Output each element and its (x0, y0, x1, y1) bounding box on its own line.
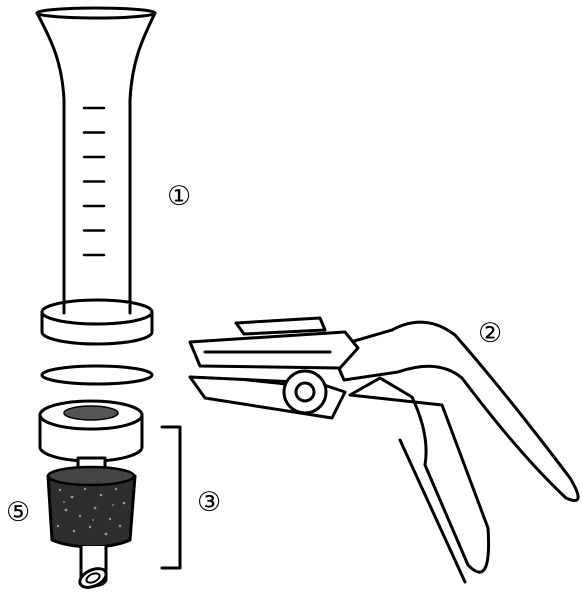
callout-5: ⑤ (6, 497, 30, 528)
callout-2: ② (478, 318, 502, 349)
outlet-tube (78, 544, 108, 589)
graduation-marks (82, 106, 106, 257)
rubber-stopper (46, 465, 137, 549)
assembly-bracket (160, 425, 182, 570)
spring-clamp (188, 316, 580, 584)
callout-1: ① (167, 181, 191, 212)
gasket-ring (40, 364, 154, 386)
callout-3: ③ (197, 487, 221, 518)
funnel-cylinder (35, 6, 157, 346)
